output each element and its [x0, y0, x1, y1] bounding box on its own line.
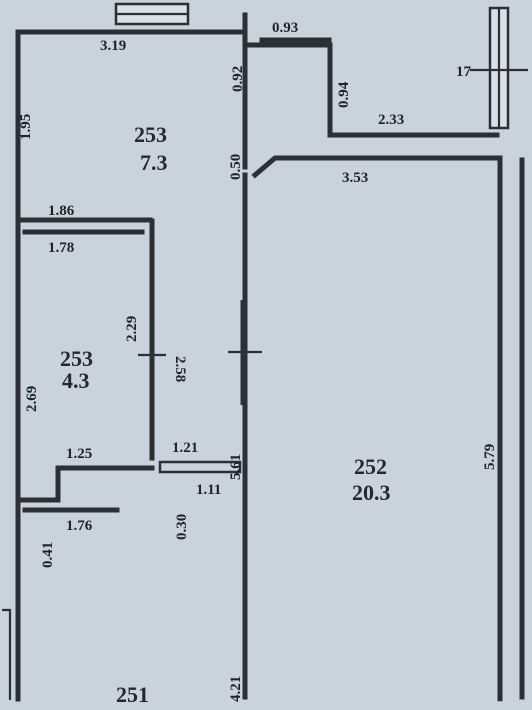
dim-3-19: 3.19 [100, 38, 126, 54]
room3-code: 252 [354, 454, 387, 479]
dim-1-95: 1.95 [18, 114, 34, 140]
dim-0-93: 0.93 [272, 20, 298, 36]
dim-2-58: 2.58 [172, 356, 188, 382]
room1-area: 7.3 [140, 150, 168, 175]
dim-2-33: 2.33 [378, 112, 404, 128]
room1-code: 253 [134, 122, 167, 147]
dim-0-94: 0.94 [336, 81, 352, 108]
room2-code: 253 [60, 346, 93, 371]
wall-upper-room-top [15, 29, 248, 173]
dim-2-29: 2.29 [124, 316, 140, 342]
dim-0-30: 0.30 [174, 514, 190, 540]
dim-1-21: 1.21 [172, 440, 198, 456]
dim-0-92: 0.92 [230, 66, 246, 92]
wall-top-corridor [242, 12, 503, 138]
dim-5-61: 5.61 [228, 454, 244, 480]
dim-1-78: 1.78 [48, 240, 74, 256]
dim-1-25: 1.25 [66, 446, 92, 462]
dim-1-86: 1.86 [48, 203, 75, 219]
dim-17: 17 [456, 64, 472, 80]
door-lower [158, 460, 242, 474]
bracket-left [2, 608, 12, 700]
dim-2-69: 2.69 [24, 386, 40, 412]
room3-area: 20.3 [352, 480, 391, 505]
dim-3-53: 3.53 [342, 170, 368, 186]
dim-4-21: 4.21 [228, 676, 244, 702]
room4-code: 251 [116, 682, 149, 707]
dim-0-41: 0.41 [40, 542, 56, 568]
dim-1-11: 1.11 [196, 482, 221, 498]
dim-1-76: 1.76 [66, 518, 93, 534]
room2-area: 4.3 [62, 368, 90, 393]
wall-big-room-top [251, 155, 503, 703]
dim-0-50: 0.50 [228, 154, 244, 180]
dim-5-79: 5.79 [482, 444, 498, 470]
wall-lower-step [55, 465, 155, 503]
